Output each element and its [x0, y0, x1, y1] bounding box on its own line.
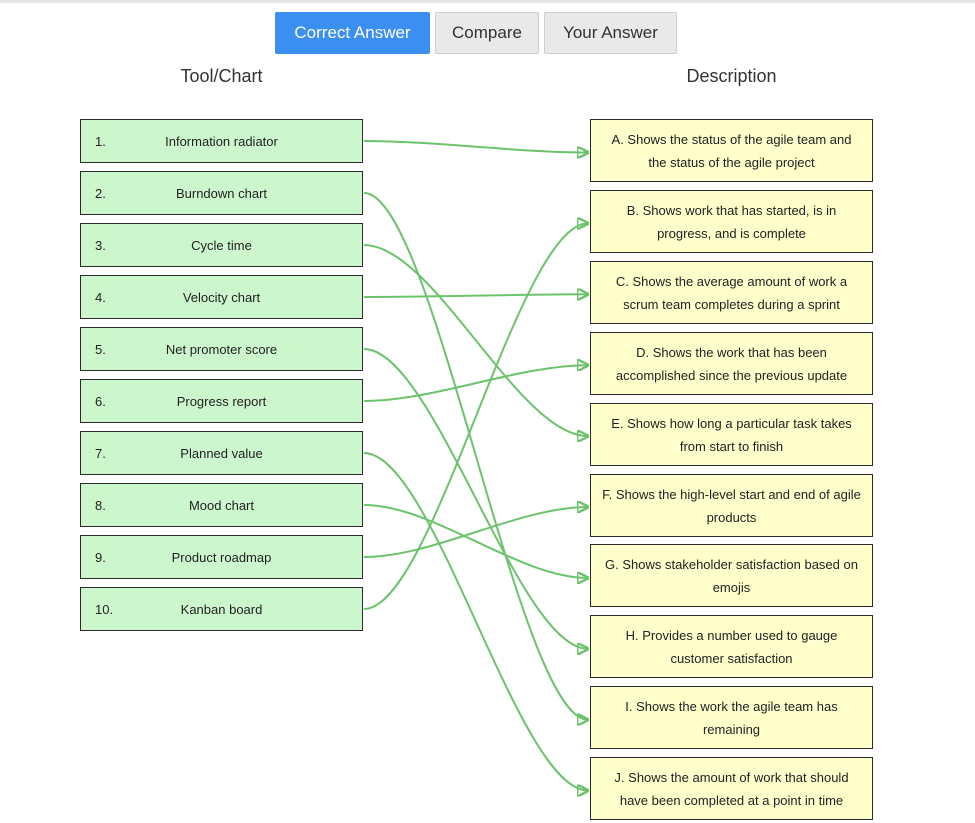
- tool-number: 9.: [95, 549, 106, 565]
- match-line: [363, 244, 588, 436]
- tool-label: Velocity chart: [182, 289, 261, 305]
- tool-item[interactable]: 10. Kanban board: [80, 587, 363, 631]
- tool-item[interactable]: 2. Burndown chart: [80, 171, 363, 215]
- tab-correct-answer[interactable]: Correct Answer: [275, 12, 430, 54]
- description-item[interactable]: F. Shows the high-level start and end of…: [590, 474, 873, 537]
- tool-number: 5.: [95, 341, 106, 357]
- tool-label: Burndown chart: [175, 185, 268, 201]
- tab-your-answer[interactable]: Your Answer: [544, 12, 677, 54]
- match-line: [363, 348, 588, 649]
- tool-number: 7.: [95, 445, 106, 461]
- tool-item[interactable]: 6. Progress report: [80, 379, 363, 423]
- match-line: [363, 504, 588, 578]
- tool-number: 4.: [95, 289, 106, 305]
- tool-item[interactable]: 8. Mood chart: [80, 483, 363, 527]
- match-line: [363, 223, 588, 610]
- top-divider: [0, 0, 975, 3]
- tool-item[interactable]: 5. Net promoter score: [80, 327, 363, 371]
- match-line: [363, 452, 588, 791]
- description-item[interactable]: I. Shows the work the agile team has rem…: [590, 686, 873, 749]
- tool-label: Information radiator: [165, 133, 278, 149]
- tool-label: Mood chart: [188, 497, 255, 513]
- tool-label: Kanban board: [180, 601, 263, 617]
- description-item[interactable]: E. Shows how long a particular task take…: [590, 403, 873, 466]
- match-line: [363, 365, 588, 402]
- tool-item[interactable]: 9. Product roadmap: [80, 535, 363, 579]
- match-line: [363, 140, 588, 153]
- description-item[interactable]: A. Shows the status of the agile team an…: [590, 119, 873, 182]
- description-item[interactable]: J. Shows the amount of work that should …: [590, 757, 873, 820]
- tool-item[interactable]: 1. Information radiator: [80, 119, 363, 163]
- description-item[interactable]: B. Shows work that has started, is in pr…: [590, 190, 873, 253]
- description-column-title: Description: [686, 66, 777, 86]
- tool-label: Planned value: [180, 445, 263, 461]
- answer-tabs: Correct Answer Compare Your Answer: [275, 12, 677, 54]
- description-item[interactable]: H. Provides a number used to gauge custo…: [590, 615, 873, 678]
- tool-label: Progress report: [176, 393, 267, 409]
- match-line: [363, 192, 588, 720]
- tool-item[interactable]: 7. Planned value: [80, 431, 363, 475]
- description-item[interactable]: D. Shows the work that has been accompli…: [590, 332, 873, 395]
- tool-label: Cycle time: [191, 237, 252, 253]
- tool-number: 1.: [95, 133, 106, 149]
- tool-number: 2.: [95, 185, 106, 201]
- tool-label: Net promoter score: [165, 341, 278, 357]
- tool-item[interactable]: 4. Velocity chart: [80, 275, 363, 319]
- tool-number: 6.: [95, 393, 106, 409]
- match-line: [363, 507, 588, 558]
- tool-number: 8.: [95, 497, 106, 513]
- tab-compare[interactable]: Compare: [435, 12, 539, 54]
- description-item[interactable]: G. Shows stakeholder satisfaction based …: [590, 544, 873, 607]
- tool-number: 10.: [95, 601, 114, 617]
- tool-number: 3.: [95, 237, 106, 253]
- tool-item[interactable]: 3. Cycle time: [80, 223, 363, 267]
- tool-column-title: Tool/Chart: [180, 66, 263, 86]
- tool-label: Product roadmap: [171, 549, 272, 565]
- description-item[interactable]: C. Shows the average amount of work a sc…: [590, 261, 873, 324]
- match-line: [363, 294, 588, 297]
